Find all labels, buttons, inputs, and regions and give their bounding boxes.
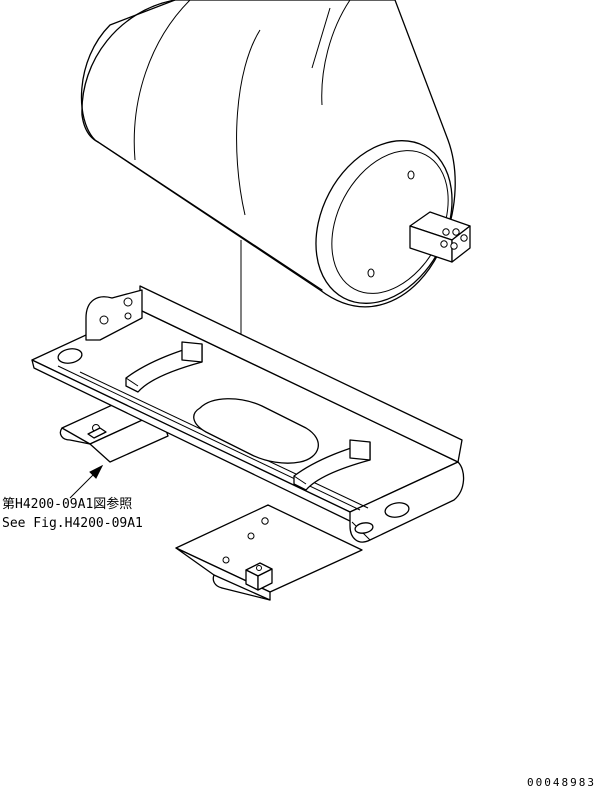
mounting-bracket <box>31 285 465 543</box>
hose-connector-block <box>409 211 471 263</box>
lower-front-rail <box>175 504 363 601</box>
reference-arrow <box>69 464 104 499</box>
drawing-number: 00048983 <box>527 776 596 789</box>
cylindrical-tank <box>80 0 456 308</box>
figure-reference-japanese: 第H4200-09A1図参照 <box>2 497 133 512</box>
figure-reference-english: See Fig.H4200-09A1 <box>2 516 143 531</box>
